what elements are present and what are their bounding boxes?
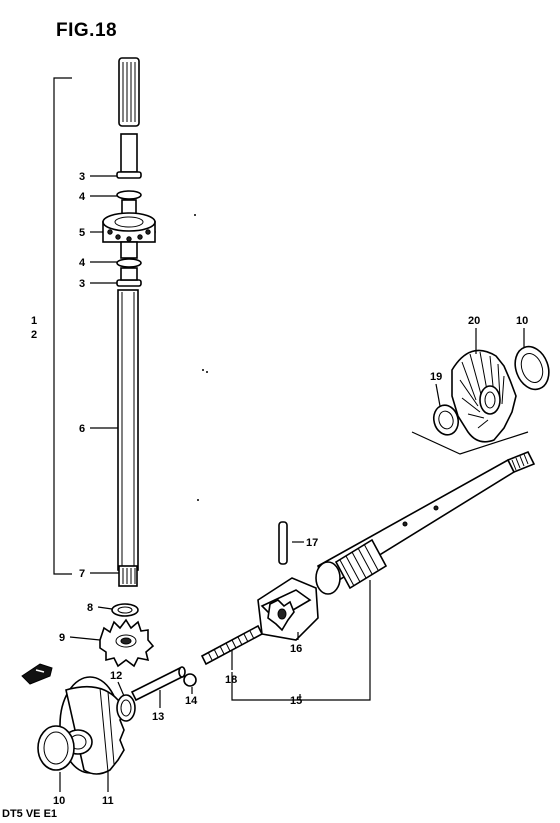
propeller-shaft-15 [315,450,536,595]
assembly-bracket-reverse [411,431,529,455]
drive-shaft-bottom-spline-7 [118,565,138,587]
callout-9: 9 [59,632,65,644]
callout-6: 6 [79,423,85,435]
drive-shaft-neck [121,199,137,215]
drive-shaft-upper [120,133,138,173]
pin-17 [278,521,288,565]
callout-13: 13 [152,711,164,723]
callout-20: 20 [468,315,480,327]
callout-19: 19 [430,371,442,383]
washer-4-upper [116,190,142,200]
callout-16: 16 [290,643,302,655]
washer-19 [432,404,460,436]
callout-15: 15 [290,695,302,707]
callout-11: 11 [102,795,114,807]
shim-10-lower [37,725,75,771]
figure-code: DT5 VE E1 [2,808,58,820]
figure-title: FIG.18 [56,20,118,41]
callout-8: 8 [87,602,93,614]
callout-7: 7 [79,568,85,580]
ball-14 [183,673,197,687]
callout-1: 1 [31,315,37,327]
callout-4-upper: 4 [79,191,86,203]
pinion-gear-9 [99,618,155,668]
callout-3-lower: 3 [79,278,85,290]
drive-shaft-6 [117,289,139,571]
assembly-bracket-15 [231,580,371,701]
reverse-gear-20 [451,349,517,443]
shim-8 [111,603,139,617]
bearing-5-top [102,212,156,232]
assembly-bracket-1-2 [53,77,72,575]
callout-5: 5 [79,227,85,239]
drive-shaft-assembly [102,57,156,587]
callout-17: 17 [306,537,318,549]
push-rod-13 [130,666,186,702]
callout-14: 14 [185,695,198,707]
circlip-3-lower [116,279,142,287]
callout-10-lower: 10 [53,795,65,807]
callout-3-upper: 3 [79,171,85,183]
washer-12 [116,694,136,722]
drive-shaft-spline-top [118,57,140,127]
callout-10-upper: 10 [516,315,528,327]
callout-4-lower: 4 [79,257,86,269]
shim-10-upper [514,345,550,391]
drive-shaft-mid [120,241,138,259]
forward-arrow-icon [21,663,53,685]
forward-gear-11 [59,676,125,775]
callout-2: 2 [31,329,37,341]
callout-18: 18 [225,674,237,686]
clutch-dog-16 [257,577,319,641]
callout-12: 12 [110,670,122,682]
drive-shaft-collar [120,267,138,281]
washer-4-lower [116,258,142,268]
circlip-3-upper [116,171,142,179]
